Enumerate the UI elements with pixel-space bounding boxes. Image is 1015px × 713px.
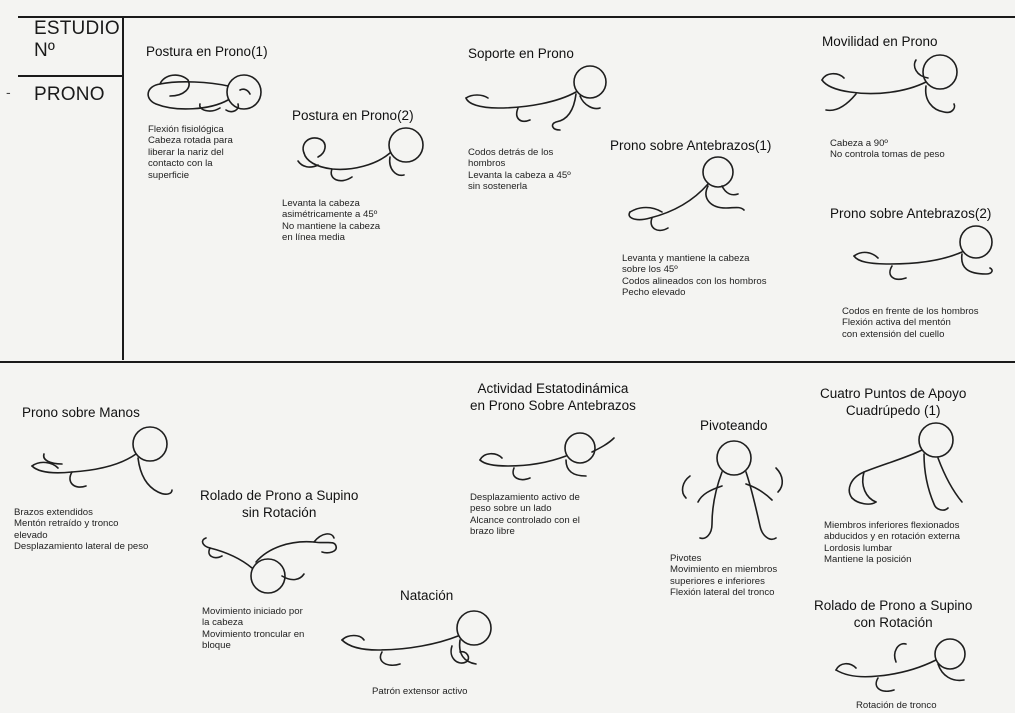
infant-swimming-icon — [334, 606, 504, 680]
infant-prone-curled-icon — [292, 125, 432, 191]
infant-quadruped-icon — [840, 420, 976, 516]
header-top-rule — [18, 16, 1015, 18]
infant-forearms-2-icon — [848, 224, 998, 290]
item-desc-natacion: Patrón extensor activo — [372, 686, 467, 697]
item-desc-cuatro-puntos: Miembros inferiores flexionados abducido… — [824, 520, 960, 566]
item-desc-pivoteando: Pivotes Movimiento en miembros superiore… — [670, 553, 777, 599]
item-title-antebrazos-2: Prono sobre Antebrazos(2) — [830, 205, 991, 222]
header-divider-horizontal — [18, 75, 122, 77]
item-desc-actividad-estatodinamica: Desplazamiento activo de peso sobre un l… — [470, 492, 580, 538]
item-desc-movilidad-prono: Cabeza a 90º No controla tomas de peso — [830, 138, 945, 161]
infant-prone-hands-icon — [22, 424, 182, 502]
item-title-pivoteando: Pivoteando — [700, 417, 768, 434]
item-desc-rolado-sin-rotacion: Movimiento iniciado por la cabeza Movimi… — [202, 606, 304, 652]
item-title-movilidad-prono: Movilidad en Prono — [822, 33, 938, 50]
item-title-actividad-estatodinamica: Actividad Estatodinámica en Prono Sobre … — [470, 380, 636, 414]
item-title-natacion: Natación — [400, 587, 453, 604]
item-title-rolado-sin-rotacion: Rolado de Prono a Supino sin Rotación — [200, 487, 358, 521]
item-title-antebrazos-1: Prono sobre Antebrazos(1) — [610, 137, 771, 154]
item-title-rolado-con-rotacion: Rolado de Prono a Supino con Rotación — [814, 597, 972, 631]
study-label: ESTUDIO Nº — [34, 18, 120, 62]
infant-pivoting-icon — [676, 436, 786, 548]
item-desc-rolado-con-rotacion: Rotación de tronco — [856, 700, 937, 711]
item-title-postura-prono-1: Postura en Prono(1) — [146, 43, 268, 60]
infant-roll-no-rotation-icon — [196, 522, 346, 604]
item-desc-soporte-prono: Codos detrás de los hombros Levanta la c… — [468, 147, 571, 193]
item-desc-prono-manos: Brazos extendidos Mentón retraído y tron… — [14, 507, 148, 553]
item-desc-postura-prono-1: Flexión fisiológica Cabeza rotada para l… — [148, 124, 233, 181]
infant-prone-flexed-icon — [140, 66, 272, 120]
item-title-cuatro-puntos: Cuatro Puntos de Apoyo Cuadrúpedo (1) — [820, 385, 966, 419]
infant-roll-rotation-icon — [826, 632, 976, 698]
item-desc-antebrazos-2: Codos en frente de los hombros Flexión a… — [842, 306, 979, 340]
item-desc-antebrazos-1: Levanta y mantiene la cabeza sobre los 4… — [622, 253, 767, 299]
item-title-postura-prono-2: Postura en Prono(2) — [292, 107, 414, 124]
item-desc-postura-prono-2: Levanta la cabeza asimétricamente a 45º … — [282, 198, 380, 244]
item-title-soporte-prono: Soporte en Prono — [468, 45, 574, 62]
section-label-prono: PRONO — [34, 84, 105, 106]
infant-prone-mobility-icon — [816, 52, 966, 126]
section-divider-vertical — [122, 16, 124, 360]
section-divider-horizontal — [0, 361, 1015, 363]
item-title-prono-manos: Prono sobre Manos — [22, 404, 140, 421]
dash-mark: - — [6, 84, 11, 100]
infant-forearms-1-icon — [622, 156, 752, 240]
infant-reaching-icon — [474, 426, 620, 488]
infant-prone-support-icon — [458, 64, 610, 138]
